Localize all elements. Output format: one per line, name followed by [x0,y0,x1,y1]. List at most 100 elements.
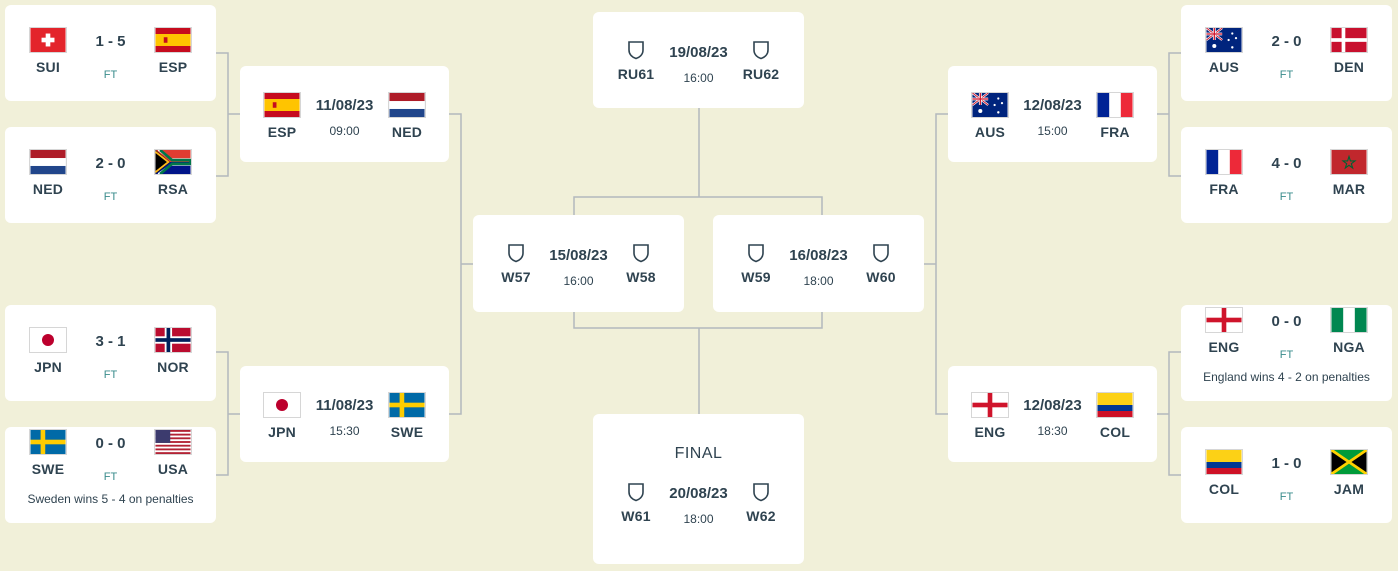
match-card-semi-1[interactable]: W57 15/08/23 16:00 W58 [473,215,684,312]
match-card-eng-nga[interactable]: ENG 0 - 0 FT NGA England wins 4 - 2 on p… [1181,305,1392,401]
match-card-jpn-swe[interactable]: JPN 11/08/23 15:30 SWE [240,366,449,462]
match-card-aus-den[interactable]: AUS 2 - 0 FT DEN [1181,5,1392,101]
team-home: SWE [13,429,83,477]
match-card-semi-2[interactable]: W59 16/08/23 18:00 W60 [713,215,924,312]
team-code: SWE [31,461,65,477]
match-card-fra-mar[interactable]: FRA 4 - 0 FT MAR [1181,127,1392,223]
team-away: FRA [1080,92,1150,140]
team-away: JAM [1314,449,1384,497]
south-africa-flag-icon [154,149,192,175]
match-status: FT [103,191,118,203]
match-score: 1 - 0 [1271,455,1302,472]
team-code: W62 [746,508,776,524]
denmark-flag-icon [1330,27,1368,53]
team-away: COL [1080,392,1150,440]
match-card-jpn-nor[interactable]: JPN 3 - 1 FT NOR [5,305,216,401]
netherlands-flag-icon [29,149,67,175]
match-card-eng-col[interactable]: ENG 12/08/23 18:30 COL [948,366,1157,462]
team-code: ESP [158,59,188,75]
jamaica-flag-icon [1330,449,1368,475]
colombia-flag-icon [1205,449,1243,475]
match-date: 11/08/23 [315,97,374,114]
match-status: FT [103,69,118,81]
team-away: RSA [138,149,208,197]
team-code: NOR [157,359,189,375]
match-score: 3 - 1 [95,333,126,350]
team-code: RSA [157,181,189,197]
team-code: ENG [974,424,1006,440]
match-status: FT [1279,349,1294,361]
match-card-sui-esp[interactable]: SUI 1 - 5 FT ESP [5,5,216,101]
team-home: SUI [13,27,83,75]
team-home: AUS [1189,27,1259,75]
spain-flag-icon [154,27,192,53]
france-flag-icon [1205,149,1243,175]
match-date: 12/08/23 [1023,397,1082,414]
shield-icon [628,483,644,502]
team-code: W57 [501,269,531,285]
team-code: JPN [268,424,296,440]
team-home: COL [1189,449,1259,497]
team-home: JPN [13,327,83,375]
team-code: JAM [1333,481,1365,497]
match-date: 11/08/23 [315,397,374,414]
match-time: 18:30 [1037,424,1068,438]
sweden-flag-icon [388,392,426,418]
team-away: MAR [1314,149,1384,197]
team-away: USA [138,429,208,477]
shield-icon [628,41,644,60]
team-home: RU61 [601,40,671,82]
team-home: W57 [481,243,551,285]
netherlands-flag-icon [388,92,426,118]
team-code: W61 [621,508,651,524]
shield-icon [753,483,769,502]
team-away: DEN [1314,27,1384,75]
team-away: W58 [606,243,676,285]
norway-flag-icon [154,327,192,353]
australia-flag-icon [971,92,1009,118]
final-title: FINAL [674,445,723,462]
team-code: USA [157,461,189,477]
match-score: 0 - 0 [95,435,126,452]
match-score: 1 - 5 [95,33,126,50]
spain-flag-icon [263,92,301,118]
team-away: NGA [1314,307,1384,355]
team-home: W61 [601,482,671,524]
match-card-swe-usa[interactable]: SWE 0 - 0 FT USA Sweden wins 5 - 4 on pe… [5,427,216,523]
team-away: NOR [138,327,208,375]
team-code: ENG [1208,339,1240,355]
match-card-final[interactable]: FINAL W61 20/08/23 18:00 W62 [593,414,804,564]
team-home: ESP [247,92,317,140]
match-card-col-jam[interactable]: COL 1 - 0 FT JAM [1181,427,1392,523]
france-flag-icon [1096,92,1134,118]
team-code: FRA [1209,181,1239,197]
team-home: W59 [721,243,791,285]
england-flag-icon [971,392,1009,418]
match-time: 09:00 [329,124,360,138]
match-time: 15:30 [329,424,360,438]
team-home: ENG [955,392,1025,440]
team-away: W62 [726,482,796,524]
team-code: ESP [267,124,297,140]
team-code: COL [1208,481,1240,497]
shield-icon [633,244,649,263]
match-date: 19/08/23 [669,44,728,61]
match-card-esp-ned[interactable]: ESP 11/08/23 09:00 NED [240,66,449,162]
team-code: JPN [34,359,62,375]
team-home: NED [13,149,83,197]
match-time: 16:00 [683,71,714,85]
match-card-third-place[interactable]: RU61 19/08/23 16:00 RU62 [593,12,804,108]
team-home: JPN [247,392,317,440]
match-card-ned-rsa[interactable]: NED 2 - 0 FT RSA [5,127,216,223]
switzerland-flag-icon [29,27,67,53]
team-code: SUI [36,59,60,75]
team-away: ESP [138,27,208,75]
team-away: W60 [846,243,916,285]
team-code: NGA [1333,339,1365,355]
match-time: 18:00 [683,512,714,526]
nigeria-flag-icon [1330,307,1368,333]
match-card-aus-fra[interactable]: AUS 12/08/23 15:00 FRA [948,66,1157,162]
match-date: 15/08/23 [549,247,608,264]
team-away: NED [372,92,442,140]
